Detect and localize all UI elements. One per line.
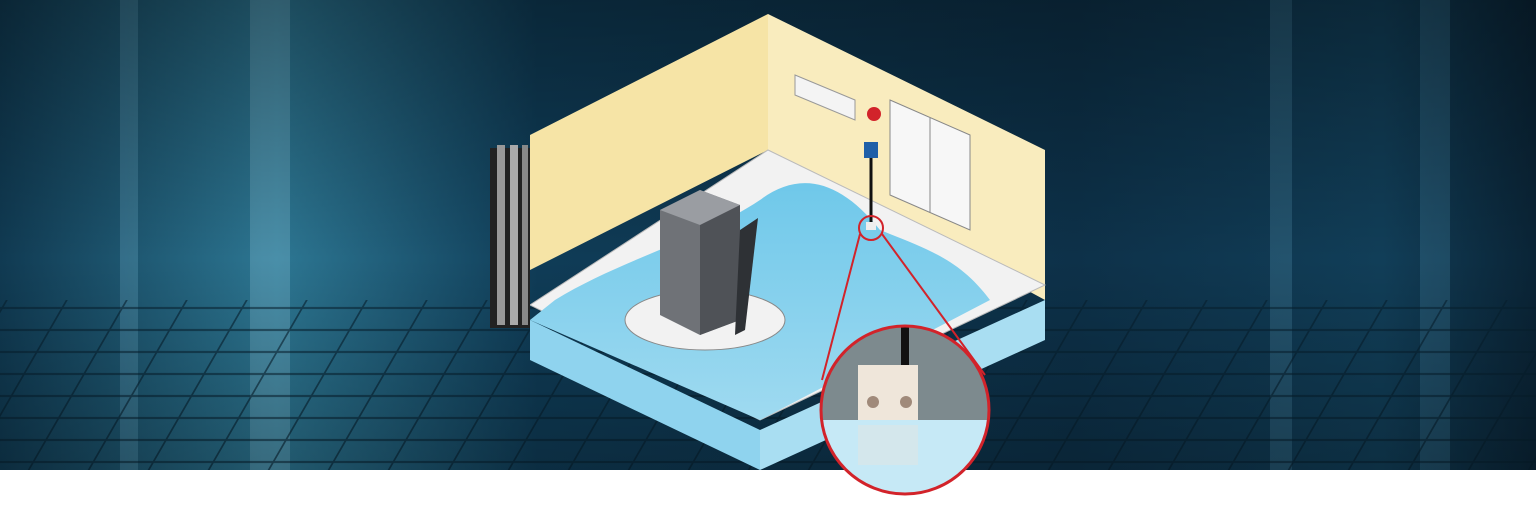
magnifier-callout-icon <box>819 215 991 496</box>
server-rack-icon <box>660 190 758 335</box>
sensor-panel-icon <box>864 142 878 158</box>
fire-alarm-icon <box>867 107 881 121</box>
air-conditioner-icon <box>794 74 856 121</box>
sensor-closeup <box>858 365 918 420</box>
water-block-front-left <box>530 320 760 470</box>
leak-sensor-icon <box>866 222 876 230</box>
pipes <box>490 145 530 328</box>
door-icon <box>889 99 971 231</box>
bottom-band <box>0 470 1536 517</box>
left-wall <box>530 14 768 270</box>
